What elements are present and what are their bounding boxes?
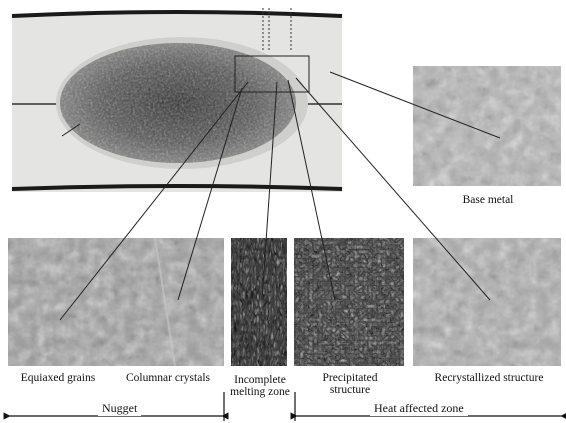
label-precipitated-structure: Precipitated structure: [310, 372, 390, 396]
label-incomplete-melting-zone: Incomplete melting zone: [228, 374, 292, 398]
label-recrystallized-structure: Recrystallized structure: [414, 372, 564, 384]
label-base-metal: Base metal: [440, 194, 536, 206]
nugget-micrograph: [8, 238, 224, 366]
zone-heat-affected: Heat affected zone: [370, 401, 468, 416]
zone-nugget: Nugget: [98, 401, 141, 416]
incomplete-melting-micrograph: [231, 238, 287, 366]
label-columnar-crystals: Columnar crystals: [110, 372, 226, 384]
recrystallized-micrograph: [413, 238, 561, 366]
precipitated-micrograph: [294, 238, 404, 366]
label-equiaxed-grains: Equiaxed grains: [4, 372, 112, 384]
base-metal-micrograph: [413, 66, 561, 186]
